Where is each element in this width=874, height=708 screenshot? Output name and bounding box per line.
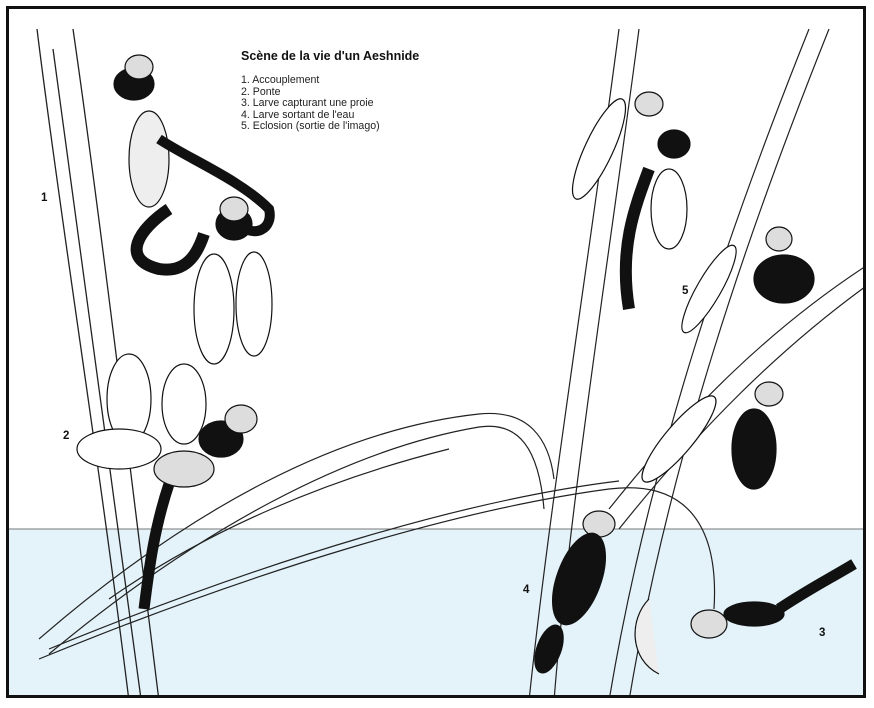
legend-item: 3. Larve capturant une proie (241, 98, 380, 110)
illustration-frame: Scène de la vie d'un Aeshnide 1. Accoupl… (6, 6, 866, 698)
legend-item: 1. Accouplement (241, 75, 380, 87)
legend-item: 5. Eclosion (sortie de l'imago) (241, 121, 380, 133)
dragonfly-emergence (563, 92, 814, 490)
legend: 1. Accouplement 2. Ponte 3. Larve captur… (241, 75, 380, 133)
label-number-2: 2 (63, 430, 69, 442)
diagram-title: Scène de la vie d'un Aeshnide (241, 49, 419, 63)
label-number-5: 5 (682, 285, 688, 297)
label-number-1: 1 (41, 192, 47, 204)
label-number-4: 4 (523, 584, 529, 596)
scene-drawing (9, 9, 866, 698)
label-number-3: 3 (819, 627, 825, 639)
